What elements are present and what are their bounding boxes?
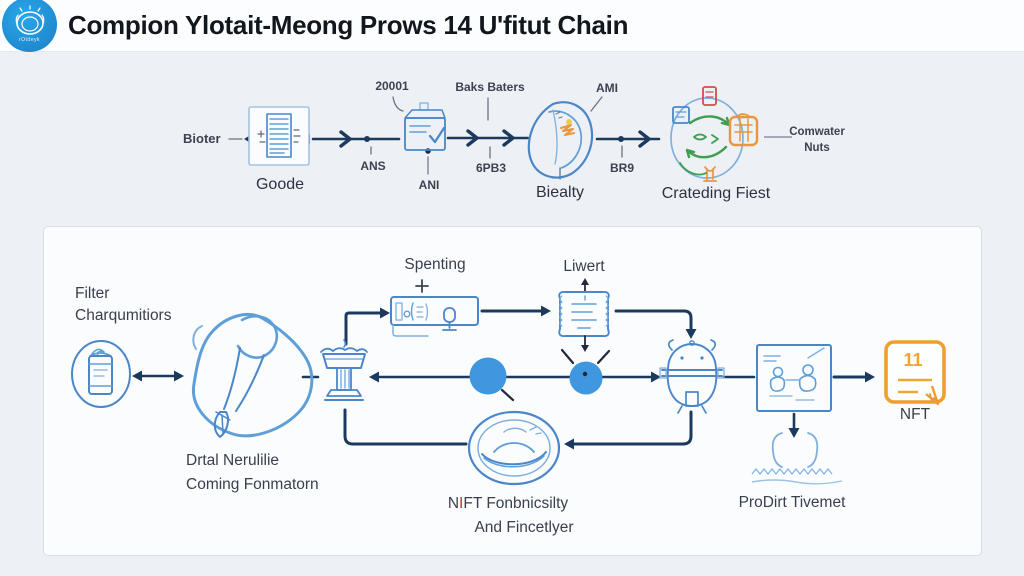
- label-hand-line2: Coming Fonmatorn: [186, 476, 319, 493]
- nift-i: I: [459, 495, 464, 512]
- label-hand-line1: Drtal Nerulilie: [186, 452, 280, 469]
- goode-document-icon: [248, 106, 310, 166]
- label-ani: ANI: [418, 178, 440, 192]
- label-bioter: Bioter: [183, 131, 221, 146]
- figures-box-icon: [756, 344, 832, 412]
- label-nift-line1: NIFT Fonbnicsilty: [448, 495, 568, 513]
- crateding-cycle-icon: [670, 86, 759, 182]
- label-nuts: Nuts: [804, 142, 830, 154]
- label-nift-line2: And Fincetlyer: [474, 519, 574, 536]
- trophy-fountain-icon: [320, 339, 368, 401]
- app-logo: rOtdeyk: [2, 0, 57, 52]
- globe-hands-icon: [467, 410, 561, 486]
- robot-pot-icon: [659, 339, 725, 414]
- label-filter-line1: Filter: [75, 285, 110, 302]
- label-br9: BR9: [609, 161, 635, 175]
- header-bar: rOtdeyk Compion Ylotait-Meong Prows 14 U…: [0, 0, 1024, 52]
- label-liwert: Liwert: [563, 258, 605, 275]
- label-nft: NFT: [899, 406, 931, 423]
- logo-doodle-icon: [15, 5, 45, 35]
- label-ans: ANS: [360, 159, 386, 173]
- prodirt-bracket-icon: [751, 432, 843, 485]
- spenting-module-icon: [390, 279, 479, 337]
- page-title: Compion Ylotait-Meong Prows 14 U'fitut C…: [68, 10, 629, 40]
- label-comwater: Comwater: [789, 126, 845, 138]
- label-filter-line2: Charqumitiors: [75, 307, 172, 324]
- supplement-can-icon: [71, 340, 131, 408]
- label-goode: Goode: [255, 176, 305, 193]
- label-6pb3: 6PB3: [475, 161, 507, 175]
- nft-badge-icon: 11: [884, 340, 946, 406]
- nift-n: N: [447, 495, 460, 512]
- label-ami: AMI: [596, 81, 618, 95]
- label-baks-baters: Baks Baters: [455, 80, 525, 94]
- label-20001: 20001: [375, 79, 409, 93]
- hand-sketch-icon: [191, 313, 314, 438]
- nft-number: 11: [903, 350, 922, 370]
- label-prodirt: ProDirt Tivemet: [738, 494, 846, 511]
- nift-rest: FT Fonbnicsilty: [463, 495, 569, 512]
- biealty-blob-icon: [527, 101, 594, 179]
- mail-server-icon: [404, 102, 446, 151]
- liwert-scroll-icon: [558, 278, 610, 352]
- label-spenting: Spenting: [404, 256, 466, 273]
- label-crateding-fiest: Crateding Fiest: [661, 185, 771, 202]
- logo-text: rOtdeyk: [18, 37, 40, 43]
- label-biealty: Biealty: [535, 184, 585, 201]
